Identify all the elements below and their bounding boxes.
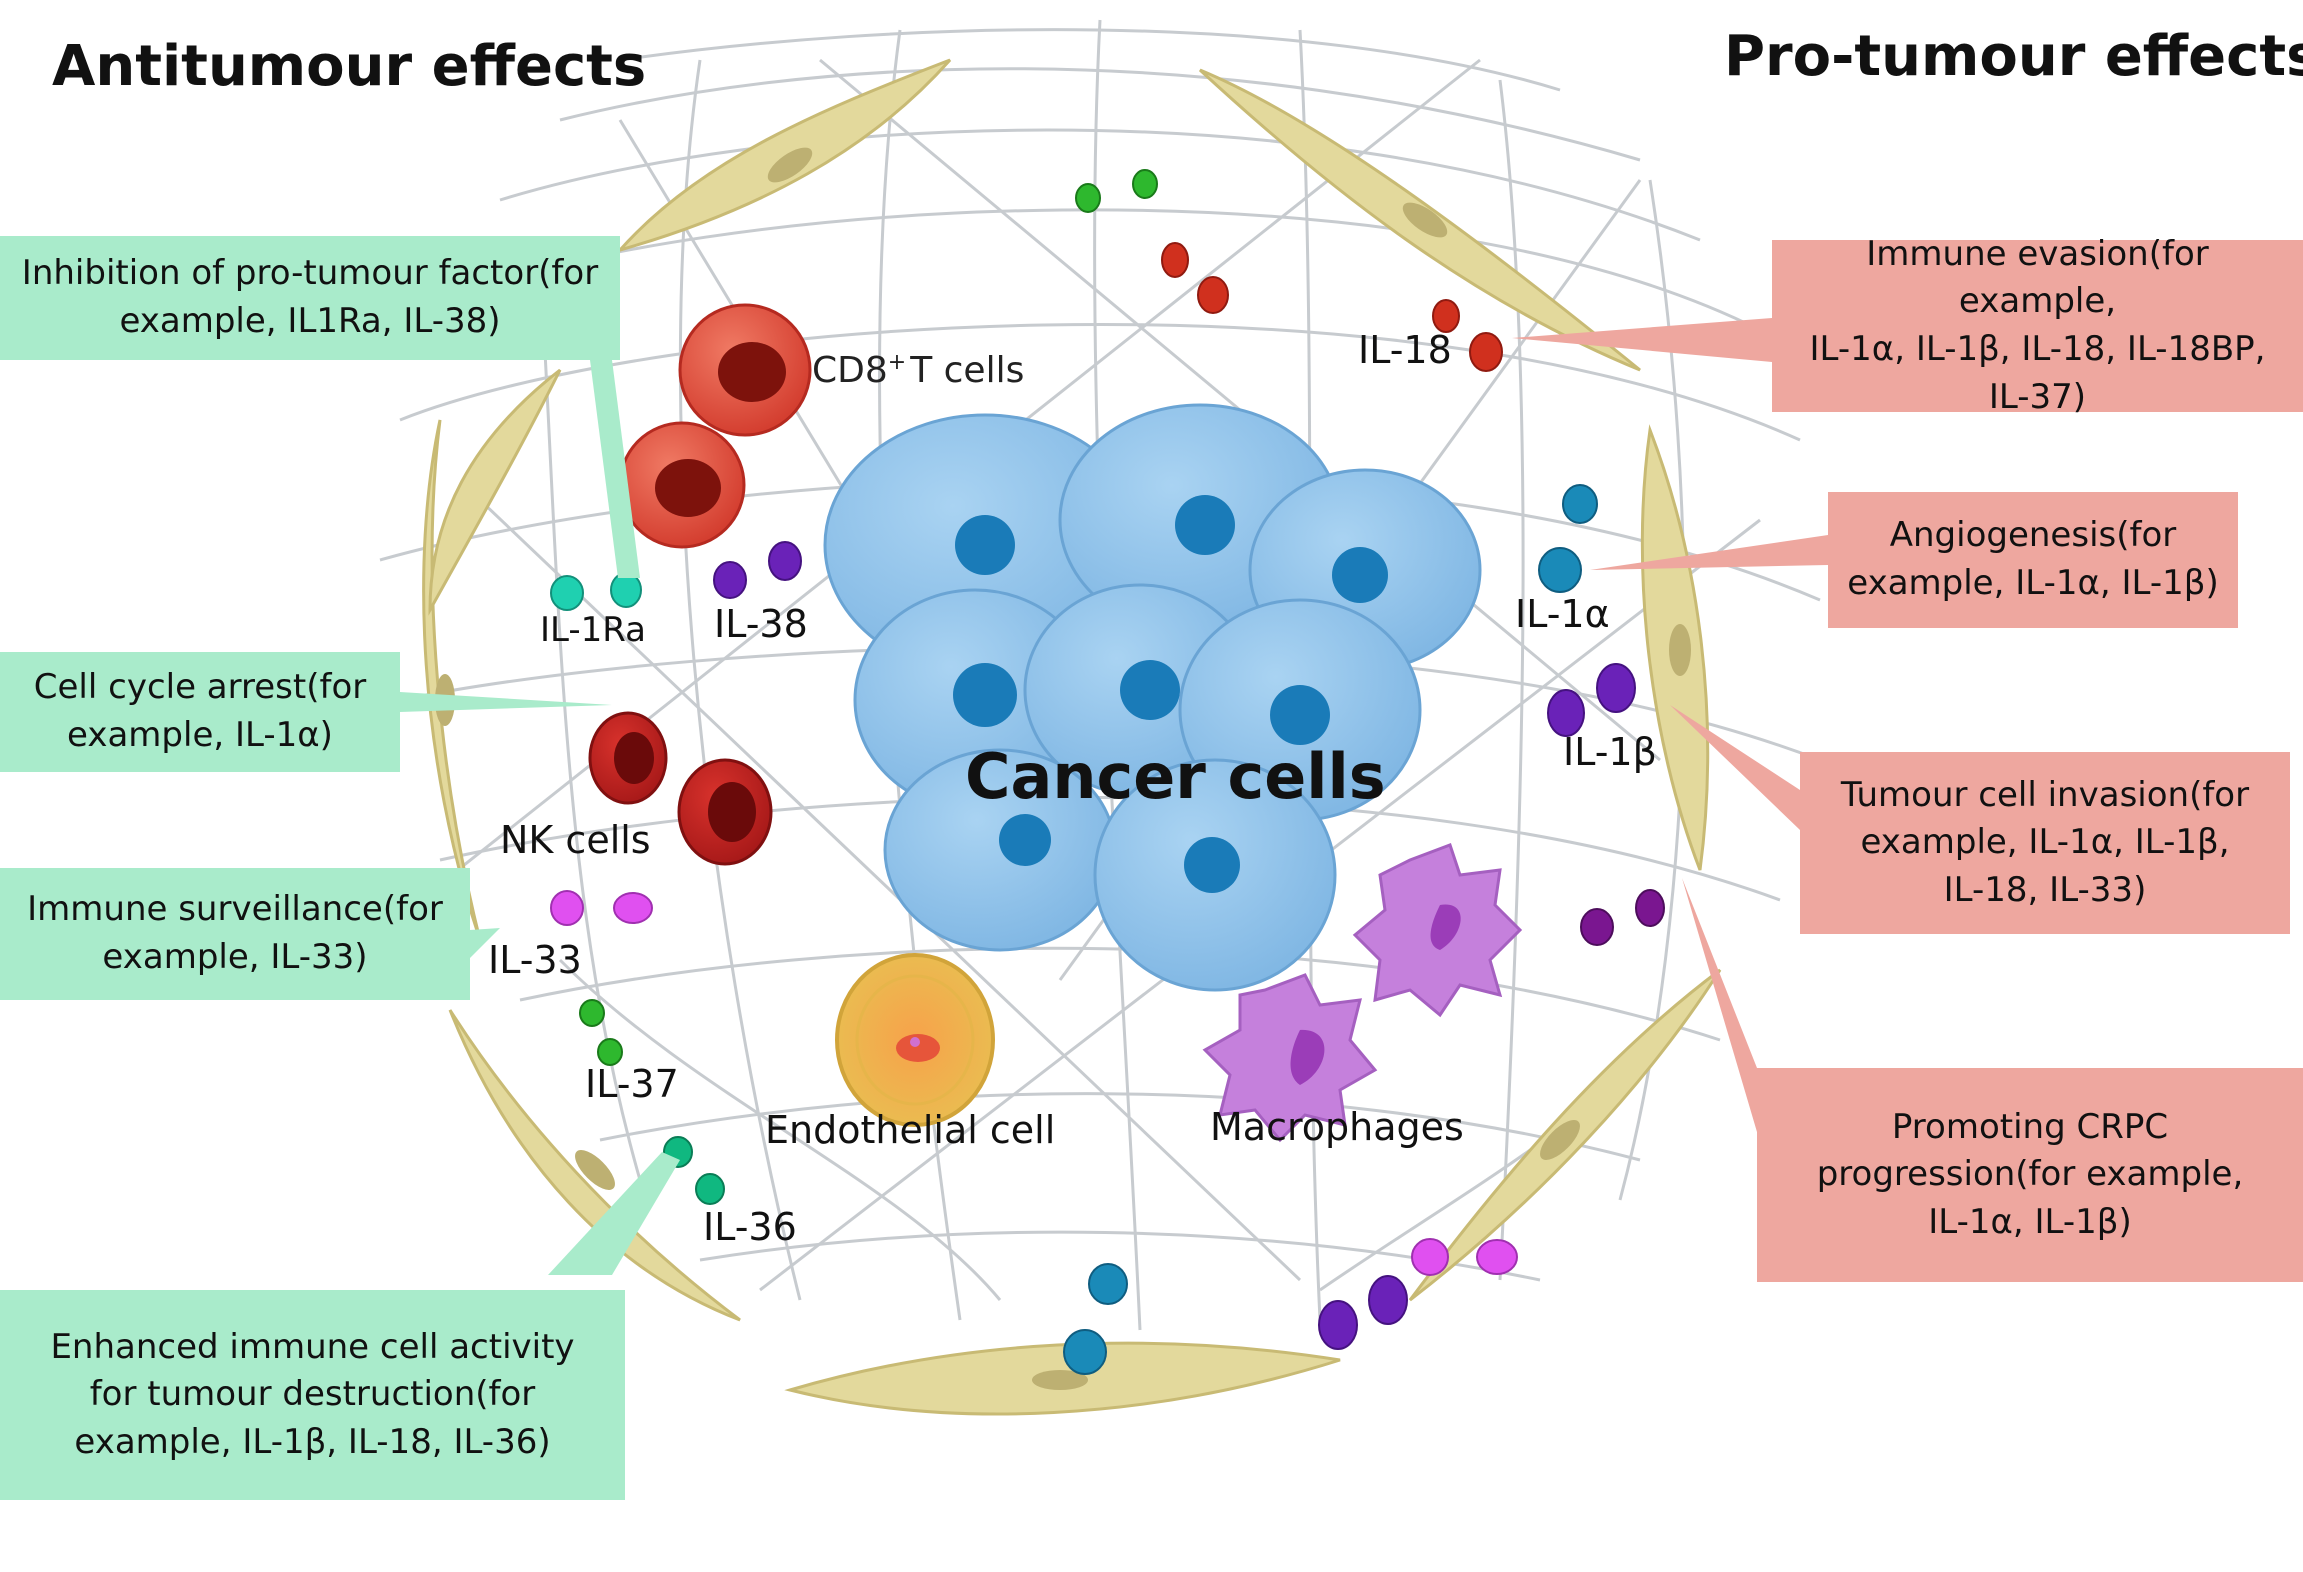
box-line: IL-18, IL-33) [1943, 869, 2147, 910]
fibroblast [428, 368, 562, 616]
box-line: Immune evasion(for example, [1866, 233, 2209, 322]
immune-surveillance-box: Immune surveillance(for example, IL-33) [0, 868, 470, 1000]
il-33-label: IL-33 [488, 938, 582, 982]
cd8-superscript: + [887, 350, 907, 375]
box-line: Enhanced immune cell activity [50, 1326, 575, 1367]
box-line: IL-1α, IL-1β) [1928, 1201, 2132, 1242]
box-line: example, IL1Ra, IL-38) [119, 301, 501, 341]
box-line: example, IL-1β, IL-18, IL-36) [74, 1421, 551, 1462]
cell-cycle-arrest-box: Cell cycle arrest(for example, IL-1α) [0, 652, 400, 772]
macrophages-label: Macrophages [1210, 1105, 1464, 1149]
box-line: Promoting CRPC [1891, 1106, 2169, 1147]
box-line: IL-1α, IL-1β, IL-18, IL-18BP, [1809, 329, 2266, 369]
il-37-label: IL-37 [585, 1062, 679, 1106]
il-1ra-label: IL-1Ra [540, 610, 646, 650]
il-1a-label: IL-1α [1515, 592, 1610, 636]
cancer-cell-cluster [823, 403, 1482, 992]
box-line: example, IL-1α, IL-1β) [1847, 563, 2219, 603]
inhibition-of-pro-tumour-factor-box: Inhibition of pro-tumour factor(for exam… [0, 236, 620, 360]
box-line: progression(for example, [1816, 1154, 2244, 1195]
cancer-cells-label: Cancer cells [965, 740, 1386, 813]
il-1b-label: IL-1β [1563, 730, 1657, 774]
callout-pointers [400, 318, 1828, 1275]
box-line: example, IL-1α) [67, 715, 333, 755]
enhanced-immune-cell-activity-box: Enhanced immune cell activity for tumour… [0, 1290, 625, 1500]
nk-cells [588, 711, 773, 866]
cancer-cell [1093, 758, 1337, 992]
cd8-t-cells-label: CD8+T cells [812, 350, 1024, 391]
box-line: IL-37) [1988, 376, 2087, 417]
cd8-t-cells [618, 303, 812, 549]
box-line: Tumour cell invasion(for [1840, 774, 2250, 815]
cd8-main: CD8 [812, 350, 888, 391]
box-line: Angiogenesis(for [1889, 515, 2177, 556]
cytokine-dots [550, 169, 1665, 1375]
box-line: Inhibition of pro-tumour factor(for [21, 253, 599, 294]
il-38-label: IL-38 [714, 602, 808, 646]
nk-cells-label: NK cells [500, 818, 651, 862]
antitumour-effects-heading: Antitumour effects [52, 34, 647, 99]
angiogenesis-box: Angiogenesis(for example, IL-1α, IL-1β) [1828, 492, 2238, 628]
fibroblast [615, 58, 952, 253]
promoting-crpc-progression-box: Promoting CRPC progression(for example, … [1757, 1068, 2303, 1282]
macrophage-nuclei [1290, 904, 1461, 1085]
box-line: Cell cycle arrest(for [33, 667, 367, 708]
immune-evasion-box: Immune evasion(for example, IL-1α, IL-1β… [1772, 234, 2303, 417]
il-18-label: IL-18 [1358, 328, 1452, 372]
fibroblast [448, 1009, 741, 1322]
pro-tumour-effects-heading: Pro-tumour effects [1724, 24, 2303, 89]
box-line: Immune surveillance(for [27, 889, 443, 930]
box-line: example, IL-1α, IL-1β, [1860, 822, 2230, 863]
box-line: for tumour destruction(for [89, 1374, 536, 1415]
cancer-cell [883, 748, 1117, 952]
endothelial-cell-label: Endothelial cell [765, 1108, 1056, 1152]
box-line: example, IL-33) [102, 937, 368, 977]
il-36-label: IL-36 [703, 1205, 797, 1249]
endothelial-cell [835, 953, 995, 1127]
fibroblast-nuclei [435, 147, 1691, 1390]
tumour-cell-invasion-box: Tumour cell invasion(for example, IL-1α,… [1800, 752, 2290, 934]
cd8-rest: T cells [910, 350, 1025, 391]
